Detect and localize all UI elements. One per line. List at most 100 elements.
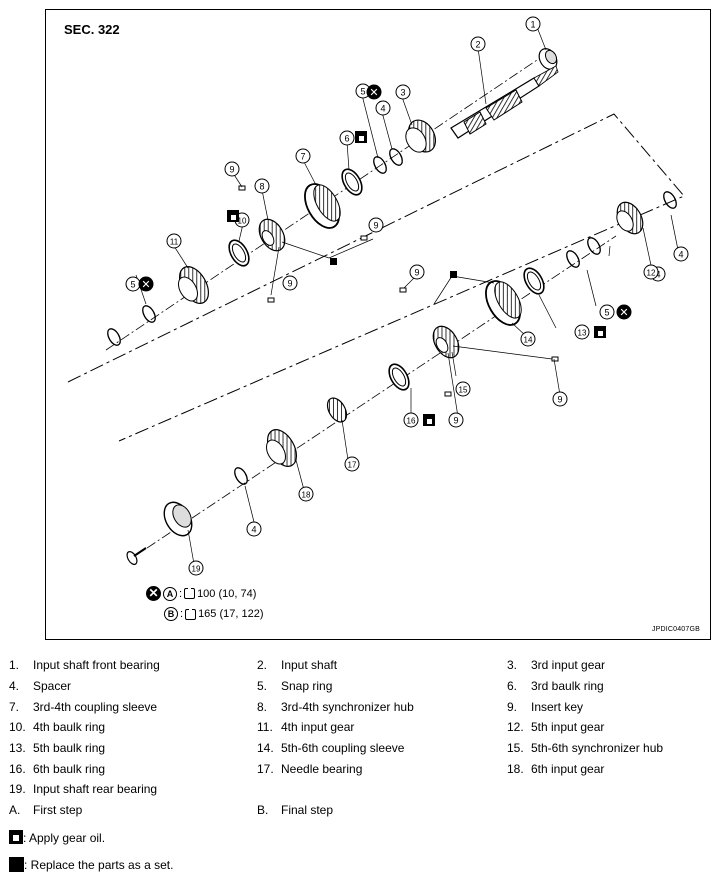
legend-name: 3rd input gear [531, 658, 606, 672]
set-square-icon [9, 857, 24, 872]
part-input-shaft-front-bearing [538, 48, 558, 70]
callout-6: 6 [339, 130, 355, 146]
legend-number: 10. [9, 720, 26, 734]
legend-name: Final step [281, 803, 334, 817]
replace-icon: ✕ [366, 84, 382, 100]
svg-text:2: 2 [475, 40, 480, 50]
section-label: SEC. 322 [64, 22, 120, 37]
replace-icon: ✕ [146, 586, 161, 601]
exploded-diagram: 123444455567899999910111213141516171819 … [67, 16, 689, 576]
legend-number: 17. [257, 762, 274, 776]
callout-4: 4 [246, 521, 262, 537]
svg-text:6: 6 [344, 134, 349, 144]
legend-item: 13.5th baulk ring [9, 741, 105, 755]
legend-item: B.Final step [257, 803, 333, 817]
callout-15: 15 [455, 381, 471, 397]
part-4th-baulk-ring [228, 239, 250, 267]
callout-18: 18 [298, 486, 314, 502]
callout-9: 9 [368, 217, 384, 233]
part-5th-6th-synchronizer-hub [432, 325, 460, 359]
callout-12: 12 [643, 264, 659, 280]
legend-name: 3rd-4th synchronizer hub [281, 700, 414, 714]
torque-step-b: B : 165 (17, 122) [164, 607, 264, 621]
legend-name: Spacer [33, 679, 72, 693]
svg-text:9: 9 [414, 268, 419, 278]
part-spacers [142, 148, 677, 485]
legend-item: 10.4th baulk ring [9, 720, 105, 734]
legend-name: Needle bearing [281, 762, 363, 776]
svg-text:✕: ✕ [619, 306, 628, 319]
svg-text:7: 7 [300, 152, 305, 162]
legend-name: First step [33, 803, 83, 817]
figure-code: JPDIC0407GB [651, 626, 700, 633]
legend-number: 4. [9, 679, 20, 693]
svg-text:5: 5 [360, 87, 365, 97]
legend-item: 12.5th input gear [507, 720, 604, 734]
legend-number: 8. [257, 700, 268, 714]
legend-number: 5. [257, 679, 268, 693]
gear-oil-icon [594, 326, 606, 338]
torque-wrench-icon [184, 587, 196, 599]
callout-4: 4 [673, 246, 689, 262]
legend-item: 7.3rd-4th coupling sleeve [9, 700, 157, 714]
svg-text:4: 4 [678, 250, 683, 260]
callout-1: 1 [525, 16, 541, 32]
part-5th-6th-coupling-sleeve [485, 280, 522, 326]
callout-16: 16 [403, 412, 419, 428]
legend-item: 8. 3rd-4th synchronizer hub [257, 700, 414, 714]
svg-text:1: 1 [530, 20, 535, 30]
torque-b-value: 165 (17, 122) [198, 608, 264, 620]
part-spacer-5th [587, 237, 601, 255]
svg-text:9: 9 [557, 395, 562, 405]
gear-oil-icon [423, 414, 435, 426]
torque-wrench-icon [185, 607, 197, 620]
svg-text:8: 8 [259, 182, 264, 192]
callout-2: 2 [470, 36, 486, 52]
svg-text:4: 4 [251, 525, 256, 535]
legend-name: 5th-6th coupling sleeve [281, 741, 405, 755]
note-oil-text: : Apply gear oil. [23, 831, 106, 845]
callout-5: 5 [599, 304, 615, 320]
note-apply-gear-oil: : Apply gear oil. [9, 830, 105, 845]
svg-text:9: 9 [287, 279, 292, 289]
legend-number: 14. [257, 741, 274, 755]
legend-name: 5th-6th synchronizer hub [531, 741, 664, 755]
svg-text:5: 5 [130, 280, 135, 290]
legend-number: A. [9, 803, 21, 817]
callout-9: 9 [448, 412, 464, 428]
svg-text:17: 17 [348, 461, 357, 470]
legend-item: 15.5th-6th synchronizer hub [507, 741, 663, 755]
part-snap-rings [107, 156, 580, 346]
set-marker [330, 258, 337, 265]
legend-item: 11.4th input gear [257, 720, 354, 734]
legend-number: 6. [507, 679, 518, 693]
legend-item: 5.Snap ring [257, 679, 332, 693]
legend-name: Input shaft front bearing [33, 658, 160, 672]
callout-13: 13 [574, 324, 590, 340]
step-b-marker: B [164, 607, 178, 621]
legend-number: 11. [257, 720, 273, 734]
part-3rd-4th-synchronizer-hub [258, 218, 286, 252]
svg-text:✕: ✕ [141, 278, 150, 291]
part-3rd-baulk-ring [341, 168, 363, 196]
legend-name: 3rd baulk ring [531, 679, 604, 693]
callout-9: 9 [224, 161, 240, 177]
legend-number: 2. [257, 658, 268, 672]
callout-9: 9 [552, 391, 568, 407]
gear-oil-icon [227, 210, 239, 222]
part-3rd-4th-coupling-sleeve [304, 183, 341, 229]
svg-text:16: 16 [407, 417, 416, 426]
legend-name: 3rd-4th coupling sleeve [33, 700, 158, 714]
leader-lines [135, 21, 679, 565]
svg-text:5: 5 [604, 308, 609, 318]
legend-item: 2.Input shaft [257, 658, 337, 672]
oil-mark-layer [227, 131, 606, 426]
part-needle-bearing [326, 397, 348, 423]
part-6th-input-gear [266, 429, 298, 467]
callout-7: 7 [295, 148, 311, 164]
torque-sep: : [180, 608, 184, 620]
legend-number: 3. [507, 658, 518, 672]
torque-step-a: ✕ A : 100 (10, 74) [146, 586, 256, 601]
center-axis [105, 53, 617, 559]
part-input-shaft-rear-bearing [163, 501, 193, 537]
